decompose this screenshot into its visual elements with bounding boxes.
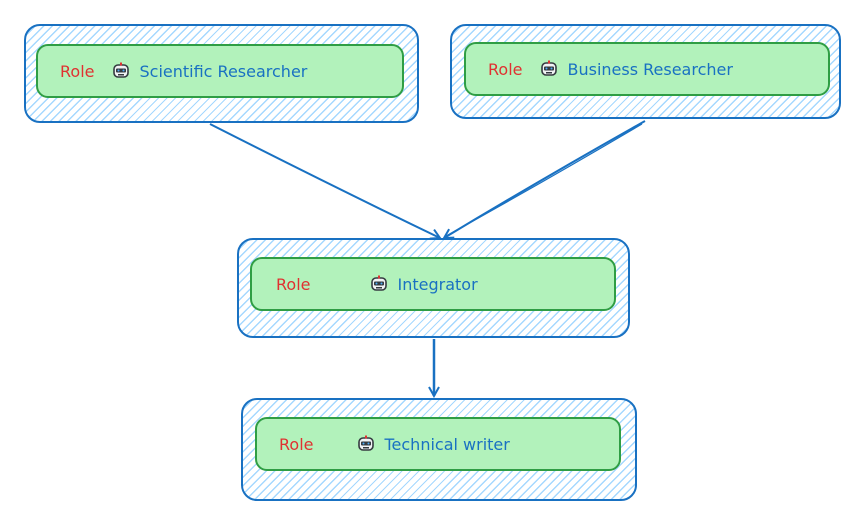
role-label: Role [276,274,311,294]
node-integrator[interactable]: Role Integrator [237,238,630,338]
agent-name: Integrator [397,274,478,294]
robot-icon [112,62,130,80]
role-card: Role Integrator [250,257,616,311]
robot-icon [540,60,558,78]
node-technical-writer[interactable]: Role Technical writer [241,398,637,501]
robot-icon [357,435,375,453]
node-scientific-researcher[interactable]: Role Scientific Researcher [24,24,419,123]
node-business-researcher[interactable]: Role Business Researcher [450,24,841,119]
role-label: Role [60,61,95,81]
agent-name: Technical writer [384,434,510,454]
agent-name: Business Researcher [567,59,733,79]
role-label: Role [279,434,314,454]
robot-icon [370,275,388,293]
role-card: Role Business Researcher [464,42,830,96]
role-card: Role Scientific Researcher [36,44,404,98]
role-label: Role [488,59,523,79]
arrow-scientific-to-integrator [209,123,440,238]
agent-name: Scientific Researcher [139,61,308,81]
role-card: Role Technical writer [255,417,621,471]
arrow-business-to-integrator-sketch [445,123,643,237]
